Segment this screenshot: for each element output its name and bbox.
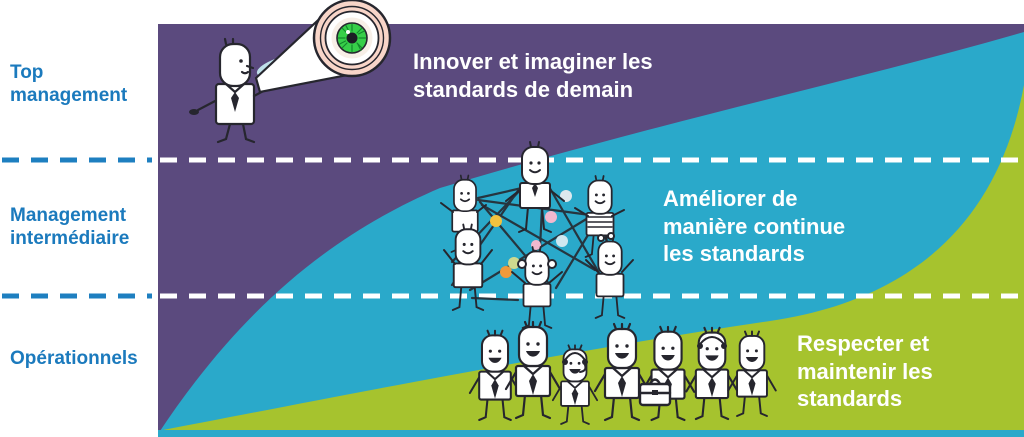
- telescope-observer-figure: [189, 0, 392, 144]
- level-label-line: Management: [10, 205, 127, 226]
- zone-caption-respect: Respecter et maintenir les standards: [797, 330, 977, 413]
- level-label-line: management: [10, 84, 128, 106]
- zone-caption-innovate: Innover et imaginer les standards de dem…: [413, 48, 683, 103]
- zone-caption-line: standards de demain: [413, 76, 634, 102]
- zone-caption-line: Respecter et: [797, 331, 930, 356]
- level-label-operational: Opérationnels: [10, 348, 170, 371]
- level-label-line: Opérationnels: [10, 348, 138, 369]
- eye-telescope-icon: [312, 0, 392, 78]
- zone-caption-line: Améliorer de: [663, 186, 798, 211]
- zone-caption-line: maintenir les: [797, 358, 933, 384]
- headset-icon: [697, 336, 727, 349]
- zone-operational: [158, 85, 1024, 437]
- team-network-figure: [440, 141, 634, 329]
- headset-icon: [562, 352, 588, 373]
- level-label-line: intermédiaire: [10, 227, 130, 249]
- zone-caption-line: Innover et imaginer les: [413, 49, 653, 74]
- briefcase-icon: [638, 378, 672, 407]
- level-label-top-management: Top management: [10, 62, 150, 108]
- workers-row-figure: [468, 320, 777, 425]
- zone-caption-line: manière continue: [663, 213, 846, 239]
- zone-caption-improve: Améliorer de manière continue les standa…: [663, 185, 873, 268]
- level-label-line: Top: [10, 62, 44, 83]
- level-label-middle-management: Management intermédiaire: [10, 205, 170, 251]
- zone-caption-line: les standards: [663, 241, 805, 267]
- zone-caption-line: standards: [797, 386, 903, 412]
- bottom-edge-strip: [158, 430, 1024, 437]
